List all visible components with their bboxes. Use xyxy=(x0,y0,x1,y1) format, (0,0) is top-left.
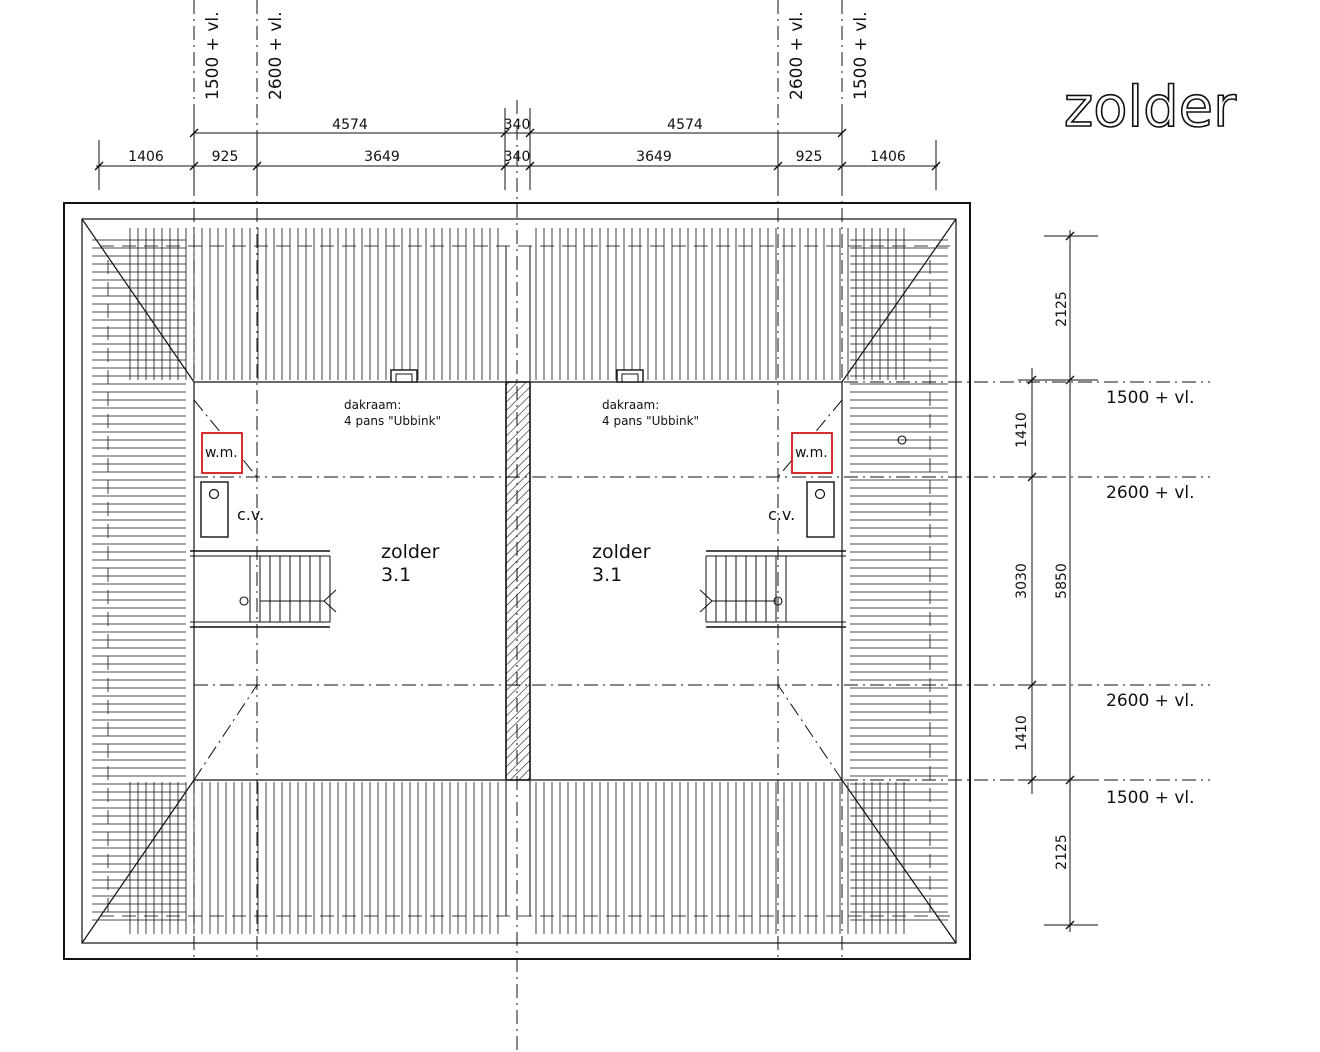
dim-tick xyxy=(837,128,847,138)
dim-right-outer-3: 2125 xyxy=(1054,834,1070,870)
cv-label-left: c.v. xyxy=(237,505,264,524)
skylight-left-frame xyxy=(395,373,413,383)
skylight-label-right: dakraam: xyxy=(602,398,659,412)
skylight-right xyxy=(616,369,644,383)
dim-top-lower-2: 925 xyxy=(212,149,239,165)
roof-edge xyxy=(81,218,957,944)
room-number-left: 3.1 xyxy=(381,564,411,586)
dim-tick xyxy=(94,161,104,171)
washing-machine-right xyxy=(791,432,833,474)
dim-top-lower-4: 340 xyxy=(504,149,531,165)
stair-arrow-head xyxy=(699,589,713,602)
dim-tick xyxy=(1065,920,1075,930)
level-label-top-1: 1500 + vl. xyxy=(203,11,223,100)
cv-unit-right-circle xyxy=(814,488,826,500)
level-label-right-1: 1500 + vl. xyxy=(1106,388,1195,408)
skylight-left xyxy=(390,369,418,383)
skylight-spec-left: 4 pans "Ubbink" xyxy=(344,414,441,428)
dim-top-lower-1: 1406 xyxy=(128,149,164,165)
level-label-top-2: 2600 + vl. xyxy=(266,11,286,100)
vent-circle xyxy=(897,435,907,445)
stairs xyxy=(190,550,846,628)
party-wall xyxy=(505,381,531,781)
dim-right-inner-2: 3030 xyxy=(1014,563,1030,599)
dim-right-outer-1: 2125 xyxy=(1054,291,1070,327)
dim-top-lower-6: 925 xyxy=(796,149,823,165)
cv-unit-right xyxy=(806,481,835,538)
cv-unit-left xyxy=(200,481,229,538)
level-label-top-3: 2600 + vl. xyxy=(787,11,807,100)
skylight-right-frame xyxy=(621,373,639,383)
dim-tick xyxy=(1027,680,1037,690)
room-name-left: zolder xyxy=(381,541,440,563)
top-dimensions xyxy=(94,108,941,190)
skylight-label-left: dakraam: xyxy=(344,398,401,412)
dim-right-outer-2: 5850 xyxy=(1054,563,1070,599)
stair-arrow-head xyxy=(699,600,713,613)
stair-start-circle xyxy=(773,596,783,606)
hip-lines xyxy=(81,218,957,944)
level-label-right-3: 2600 + vl. xyxy=(1106,691,1195,711)
dim-tick xyxy=(1065,375,1075,385)
dim-tick xyxy=(1065,775,1075,785)
washing-machine-label-left: w.m. xyxy=(205,445,238,461)
room-number-right: 3.1 xyxy=(592,564,622,586)
level-label-top-4: 1500 + vl. xyxy=(851,11,871,100)
stair-arrow-head xyxy=(323,589,337,602)
dim-right-inner-3: 1410 xyxy=(1014,715,1030,751)
room-name-right: zolder xyxy=(592,541,651,563)
right-dimensions xyxy=(1018,230,1098,932)
washing-machine-label-right: w.m. xyxy=(795,445,828,461)
level-label-right-4: 1500 + vl. xyxy=(1106,788,1195,808)
dim-tick xyxy=(525,128,535,138)
dim-tick xyxy=(252,161,262,171)
dim-tick xyxy=(500,128,510,138)
dim-tick xyxy=(773,161,783,171)
washing-machine-left xyxy=(201,432,243,474)
dim-top-upper-2: 340 xyxy=(504,117,531,133)
level-label-right-2: 2600 + vl. xyxy=(1106,483,1195,503)
dim-tick xyxy=(500,161,510,171)
cv-label-right: c.v. xyxy=(768,505,795,524)
skylight-spec-right: 4 pans "Ubbink" xyxy=(602,414,699,428)
dim-top-lower-3: 3649 xyxy=(364,149,400,165)
dim-top-upper-3: 4574 xyxy=(667,117,703,133)
roof-tiles xyxy=(92,228,950,934)
stair-arrow-head xyxy=(323,600,337,613)
dim-tick xyxy=(1027,775,1037,785)
dim-tick xyxy=(189,128,199,138)
dim-tick xyxy=(525,161,535,171)
dim-tick xyxy=(1027,375,1037,385)
dim-top-lower-7: 1406 xyxy=(870,149,906,165)
dim-top-lower-5: 3649 xyxy=(636,149,672,165)
cv-unit-left-circle xyxy=(208,488,220,500)
dim-tick xyxy=(1027,472,1037,482)
sheet-title: zolder xyxy=(1064,75,1237,140)
dim-tick xyxy=(837,161,847,171)
dim-right-inner-1: 1410 xyxy=(1014,412,1030,448)
dim-tick xyxy=(931,161,941,171)
dim-top-upper-1: 4574 xyxy=(332,117,368,133)
dim-tick xyxy=(189,161,199,171)
stair-start-circle xyxy=(239,596,249,606)
dim-tick xyxy=(1065,231,1075,241)
